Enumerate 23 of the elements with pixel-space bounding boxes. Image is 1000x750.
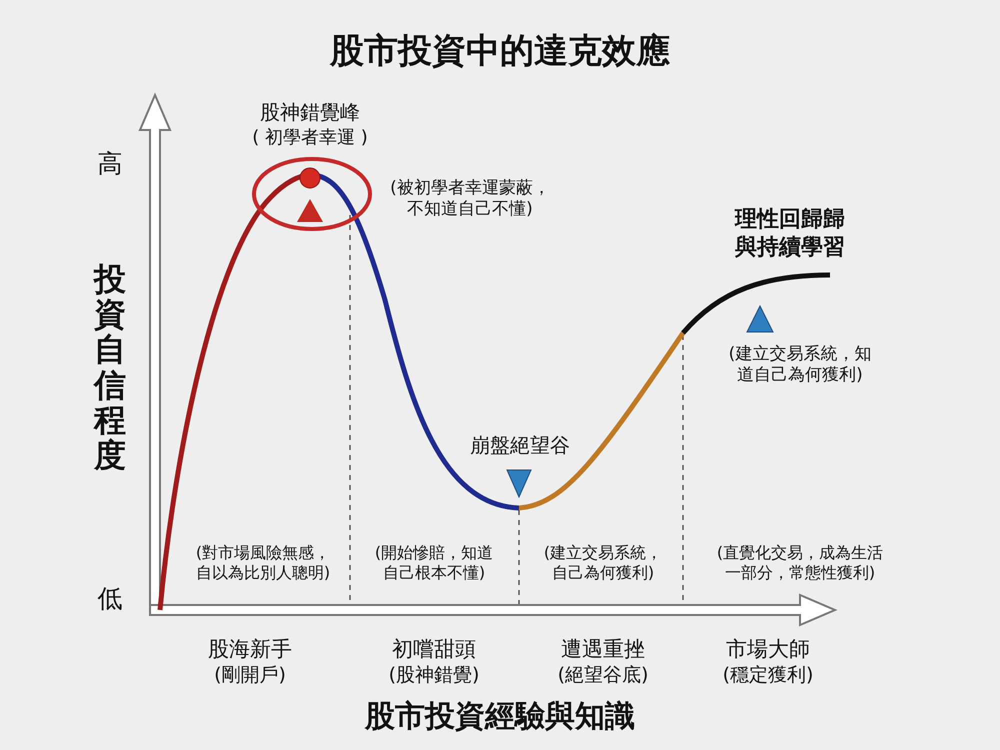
stage-sublabel: (穩定獲利) (722, 664, 814, 688)
x-axis-title: 股市投資經驗與知識 (364, 698, 636, 736)
stage-note: (開始慘賠，知道自己根本不懂) (374, 543, 494, 583)
chart-title: 股市投資中的達克效應 (328, 30, 671, 72)
stage-label: 遭遇重挫 (560, 636, 646, 662)
valley-label: 崩盤絕望谷 (469, 433, 571, 458)
peak-sublabel: ( 初學者幸運 ) (251, 127, 369, 150)
annotation-text: (被初學者幸運蒙蔽，不知道自己不懂) (389, 178, 551, 220)
annotation-text: (建立交易系統，知道自己為何獲利) (728, 344, 872, 386)
axis-level-label: 低 (96, 583, 124, 614)
y-axis-title: 投資自信程度 (92, 262, 127, 474)
axis-level-label: 高 (96, 148, 124, 180)
stage-note: (建立交易系統，自己為何獲利) (542, 543, 664, 583)
stage-sublabel: (股神錯覺) (388, 664, 480, 688)
stage-sublabel: (剛開戶) (213, 664, 287, 688)
stage-note: (對市場風險無感，自以為比別人聰明) (194, 543, 332, 583)
stage-sublabel: (絕望谷底) (556, 664, 650, 688)
stage-label: 初嚐甜頭 (391, 636, 477, 662)
peak-label: 股神錯覺峰 (259, 100, 361, 125)
stage-label: 股海新手 (207, 636, 293, 662)
stage-label: 市場大師 (725, 636, 811, 662)
stage-note: (直覺化交易，成為生活一部分，常態性獲利) (716, 543, 884, 583)
plateau-label: 理性回歸歸與持續學習 (734, 206, 846, 261)
